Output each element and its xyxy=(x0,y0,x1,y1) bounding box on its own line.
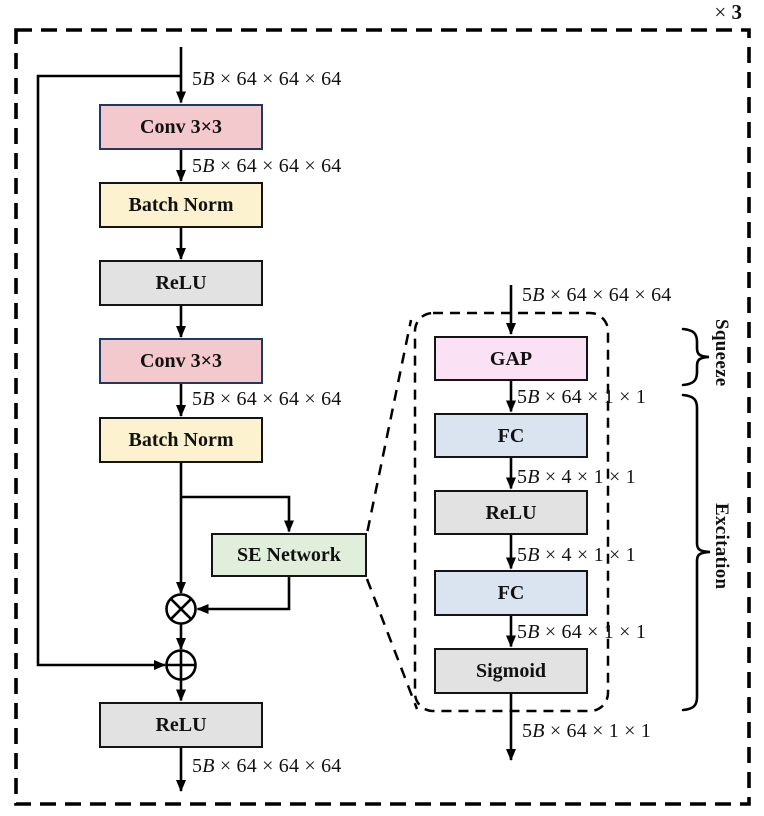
dim-label-se-input: 5B × 64 × 64 × 64 xyxy=(522,284,672,306)
dim-label-output: 5B × 64 × 64 × 64 xyxy=(192,755,342,777)
excitation-brace xyxy=(681,393,711,712)
se-network-block: SE Network xyxy=(211,533,367,577)
arrow-se-to-multiply xyxy=(196,577,291,614)
skip-connection xyxy=(36,74,181,670)
batchnorm1-block: Batch Norm xyxy=(99,182,263,228)
squeeze-brace xyxy=(681,327,710,387)
fc1-block: FC xyxy=(434,413,588,458)
repeat-count-value: 3 xyxy=(731,0,743,24)
expansion-connector-bottom xyxy=(365,578,419,710)
repeat-count-label: × 3 xyxy=(714,0,742,24)
conv1-block: Conv 3×3 xyxy=(99,104,263,150)
sigmoid-block: Sigmoid xyxy=(434,648,588,694)
se-relu-block: ReLU xyxy=(434,490,588,535)
relu1-block: ReLU xyxy=(99,260,263,306)
outer-repeat-boundary xyxy=(14,28,751,806)
dim-label-after-relu: 5B × 4 × 1 × 1 xyxy=(517,544,636,566)
dim-label-input: 5B × 64 × 64 × 64 xyxy=(192,68,342,90)
repeat-times-symbol: × xyxy=(714,0,732,24)
dim-label-after-fc1: 5B × 4 × 1 × 1 xyxy=(517,466,636,488)
add-op xyxy=(165,649,197,681)
batchnorm2-block: Batch Norm xyxy=(99,417,263,463)
arrow-branch-to-se xyxy=(181,495,294,533)
multiply-op xyxy=(165,593,197,625)
conv2-block: Conv 3×3 xyxy=(99,338,263,384)
dim-label-after-gap: 5B × 64 × 1 × 1 xyxy=(517,386,647,408)
squeeze-annotation: Squeeze xyxy=(711,319,732,387)
dim-label-after-conv1: 5B × 64 × 64 × 64 xyxy=(192,155,342,177)
dim-label-after-fc2: 5B × 64 × 1 × 1 xyxy=(517,621,647,643)
dim-label-after-conv2: 5B × 64 × 64 × 64 xyxy=(192,388,342,410)
gap-block: GAP xyxy=(434,336,588,381)
expansion-connector-top xyxy=(366,319,413,532)
excitation-annotation: Excitation xyxy=(711,503,732,590)
dim-label-se-output: 5B × 64 × 1 × 1 xyxy=(522,720,652,742)
fc2-block: FC xyxy=(434,570,588,616)
output-relu-block: ReLU xyxy=(99,702,263,748)
